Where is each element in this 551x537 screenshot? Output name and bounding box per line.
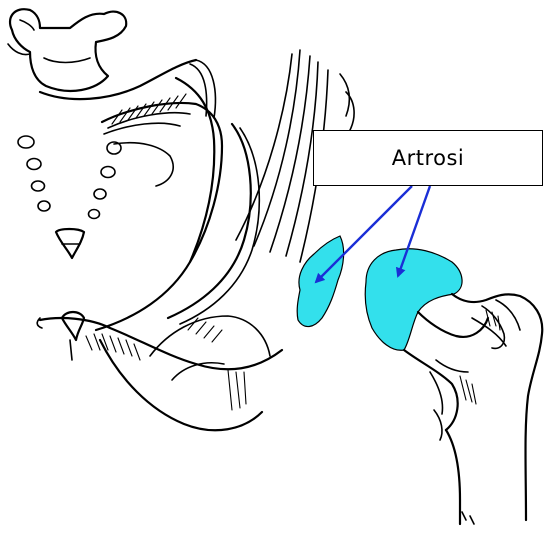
femur [404, 294, 542, 524]
femoral-head-arthrosis-region [365, 249, 462, 351]
annotation-label: Artrosi [392, 146, 465, 170]
sacrum [18, 60, 222, 330]
vertebra [8, 9, 126, 91]
annotation-label-box: Artrosi [313, 130, 543, 186]
acetabulum-arthrosis-region [297, 236, 343, 327]
pelvis [37, 50, 354, 430]
